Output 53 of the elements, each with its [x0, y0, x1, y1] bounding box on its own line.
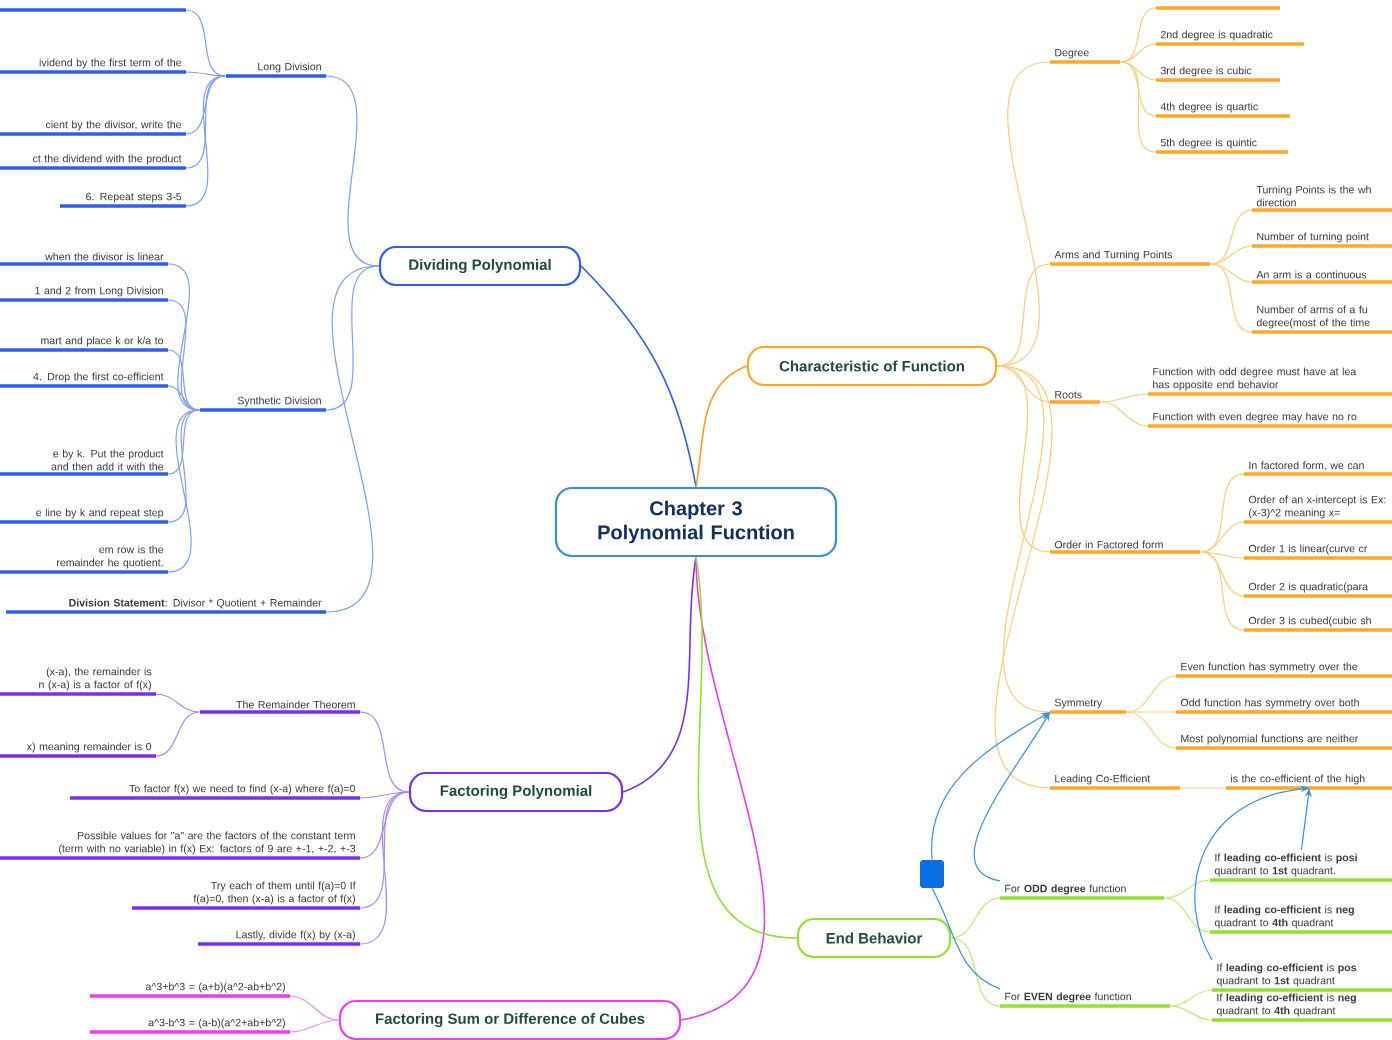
connector — [950, 897, 1001, 939]
connector — [1210, 263, 1253, 333]
connector — [1120, 7, 1157, 63]
empty-topic-line — [0, 8, 186, 12]
connector — [1200, 521, 1245, 553]
connector — [1126, 711, 1177, 713]
connector — [185, 9, 226, 77]
connector — [325, 75, 380, 267]
connector — [1126, 711, 1177, 749]
connector — [695, 556, 798, 939]
connector — [289, 995, 340, 1021]
connector — [167, 299, 200, 411]
connector — [1120, 43, 1157, 63]
connector — [994, 365, 1053, 789]
connector — [185, 75, 226, 169]
connector — [680, 556, 766, 1021]
connector — [289, 1019, 340, 1033]
connector — [155, 711, 200, 757]
connector — [185, 71, 226, 77]
relationship-arrow — [931, 712, 1050, 861]
relationship-arrow — [973, 712, 1050, 882]
connector — [1210, 245, 1253, 265]
connector — [1164, 897, 1211, 933]
connector — [167, 385, 200, 411]
connector — [622, 556, 697, 793]
connector — [359, 711, 410, 793]
connector — [1170, 989, 1213, 1007]
connector — [1126, 675, 1177, 713]
connector — [580, 265, 697, 488]
connector — [359, 791, 410, 945]
connector — [359, 791, 410, 799]
connector — [325, 265, 380, 613]
connector — [167, 409, 200, 475]
label-handle — [920, 860, 944, 888]
connector — [1100, 393, 1149, 403]
connector — [1180, 787, 1227, 789]
relationship-line — [931, 887, 1001, 990]
connector — [155, 693, 200, 713]
empty-topic-line — [1156, 6, 1280, 10]
connector — [167, 409, 200, 573]
connector — [950, 937, 1001, 1007]
connector — [1164, 879, 1211, 899]
connector — [1200, 551, 1245, 631]
connector — [1210, 209, 1253, 265]
connector — [1120, 61, 1157, 153]
connector — [1200, 551, 1245, 559]
connector — [695, 365, 748, 488]
connector — [1170, 1005, 1213, 1021]
connector — [1120, 61, 1157, 117]
connector — [996, 263, 1051, 367]
connector — [1100, 401, 1149, 427]
connector — [185, 75, 226, 207]
central-topic-box: Chapter 3 Polynomial Fucntion — [554, 486, 838, 558]
